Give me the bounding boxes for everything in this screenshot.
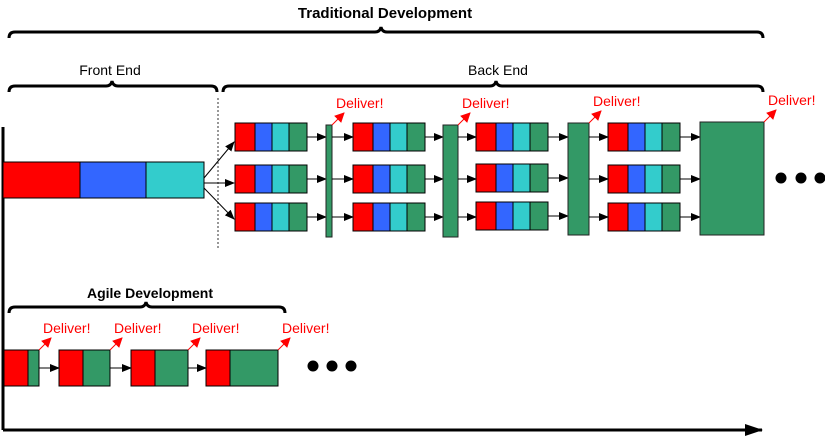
iteration-phase-blue xyxy=(627,122,646,152)
iteration-phase-red xyxy=(607,202,629,232)
agile-phase-green xyxy=(229,349,279,387)
front-end-label: Front End xyxy=(79,62,140,78)
traditional-ellipsis xyxy=(775,172,825,184)
back-end-brace xyxy=(221,80,765,93)
agile-brace xyxy=(7,301,287,314)
iteration-phase-green xyxy=(406,202,426,232)
iteration-phase-red xyxy=(234,164,256,194)
iteration-phase-red xyxy=(475,122,497,152)
deliver-arrow xyxy=(457,112,471,126)
agile-phase-green xyxy=(154,349,189,387)
iteration-phase-red xyxy=(352,202,374,232)
split-arrow-top xyxy=(203,141,235,179)
iteration-phase-green xyxy=(406,164,426,194)
iteration-phase-red xyxy=(352,164,374,194)
deliver-arrow xyxy=(331,112,345,126)
iteration-phase-blue xyxy=(627,164,646,194)
deliver-arrow xyxy=(763,109,777,123)
iteration-phase-blue xyxy=(254,164,273,194)
iteration-phase-cyan xyxy=(644,202,663,232)
traditional-brace xyxy=(7,26,765,39)
iteration-phase-green xyxy=(529,122,549,152)
iteration-phase-green xyxy=(288,122,308,152)
agile-phase-red xyxy=(58,349,84,387)
deliver-arrow xyxy=(38,337,52,351)
iteration-phase-blue xyxy=(495,201,514,231)
iteration-phase-green xyxy=(529,201,549,231)
front-end-phase-blue xyxy=(79,161,147,199)
iteration-phase-blue xyxy=(372,122,391,152)
agile-phase-red xyxy=(130,349,156,387)
iteration-phase-green xyxy=(661,122,681,152)
back-end-label: Back End xyxy=(468,62,528,78)
agile-phase-red xyxy=(3,349,29,387)
iteration-phase-red xyxy=(607,122,629,152)
iteration-phase-blue xyxy=(495,122,514,152)
front-end-phases xyxy=(2,161,205,199)
front-end-brace xyxy=(7,80,219,93)
iteration-phase-cyan xyxy=(389,164,408,194)
deliver-label: Deliver! xyxy=(43,320,90,336)
deliver-label: Deliver! xyxy=(336,95,383,111)
back-end-iterations: Deliver! Deliver! Deliver! Deliver! xyxy=(234,92,815,238)
iteration-phase-blue xyxy=(254,202,273,232)
iteration-phase-blue xyxy=(627,202,646,232)
iteration-phase-red xyxy=(234,202,256,232)
agile-ellipsis xyxy=(307,360,357,372)
iteration-phase-green xyxy=(406,122,426,152)
integration-block xyxy=(442,124,459,238)
iteration-phase-cyan xyxy=(271,122,290,152)
iteration-phase-red xyxy=(475,163,497,193)
iteration-phase-green xyxy=(288,164,308,194)
iteration-phase-cyan xyxy=(271,164,290,194)
agile-phase-green xyxy=(27,349,40,387)
agile-phase-red xyxy=(205,349,231,387)
iteration-phase-cyan xyxy=(512,163,531,193)
deliver-arrow xyxy=(277,337,291,351)
deliver-label: Deliver! xyxy=(593,93,640,109)
integration-block xyxy=(567,122,590,236)
iteration-phase-blue xyxy=(254,122,273,152)
iteration-phase-red xyxy=(352,122,374,152)
deliver-label: Deliver! xyxy=(192,320,239,336)
iteration-phase-green xyxy=(529,163,549,193)
iteration-phase-blue xyxy=(372,202,391,232)
deliver-label: Deliver! xyxy=(768,92,815,108)
deliver-arrow xyxy=(187,337,201,351)
agile-phase-green xyxy=(82,349,111,387)
deliver-label: Deliver! xyxy=(282,320,329,336)
agile-iterations: Deliver! Deliver! Deliver! Deliver! xyxy=(3,320,329,387)
iteration-phase-cyan xyxy=(512,122,531,152)
deliver-arrow xyxy=(588,110,602,124)
iteration-phase-red xyxy=(234,122,256,152)
iteration-phase-green xyxy=(661,202,681,232)
deliver-label: Deliver! xyxy=(462,95,509,111)
iteration-phase-green xyxy=(661,164,681,194)
agile-title: Agile Development xyxy=(87,285,213,301)
iteration-phase-cyan xyxy=(389,202,408,232)
front-end-phase-red xyxy=(2,161,81,199)
deliver-arrow xyxy=(109,337,123,351)
iteration-phase-cyan xyxy=(644,122,663,152)
iteration-phase-cyan xyxy=(271,202,290,232)
iteration-phase-cyan xyxy=(512,201,531,231)
integration-block xyxy=(325,124,333,238)
iteration-phase-blue xyxy=(372,164,391,194)
front-end-phase-cyan xyxy=(145,161,205,199)
iteration-phase-red xyxy=(475,201,497,231)
traditional-title: Traditional Development xyxy=(298,5,472,22)
integration-block xyxy=(699,121,765,236)
iteration-phase-green xyxy=(288,202,308,232)
iteration-phase-cyan xyxy=(644,164,663,194)
split-arrow-bottom xyxy=(203,187,235,220)
iteration-phase-cyan xyxy=(389,122,408,152)
iteration-phase-blue xyxy=(495,163,514,193)
deliver-label: Deliver! xyxy=(114,320,161,336)
iteration-phase-red xyxy=(607,164,629,194)
